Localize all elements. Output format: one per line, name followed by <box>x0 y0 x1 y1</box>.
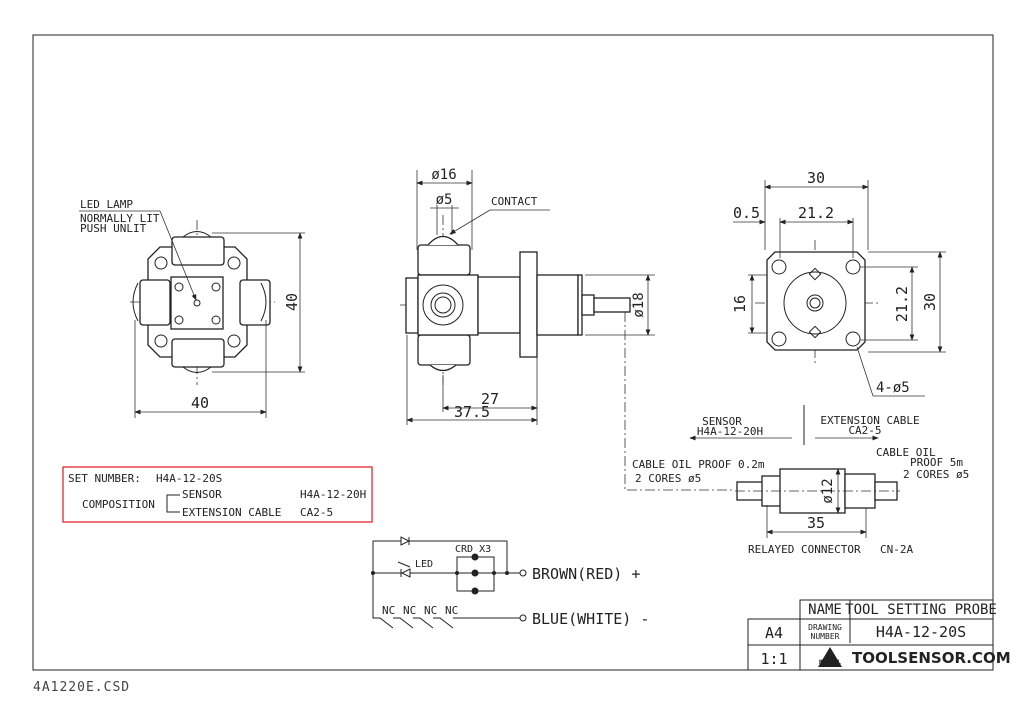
relayed-model: CN-2A <box>880 543 913 556</box>
cable-left-2: 2 CORES ø5 <box>635 472 701 485</box>
rear-offset-0-5: 0.5 <box>733 204 760 222</box>
composition-extension: EXTENSION CABLE <box>182 506 281 519</box>
crd-label: CRD X3 <box>455 544 491 555</box>
contact-label: CONTACT <box>491 195 538 208</box>
scale: 1:1 <box>760 650 787 668</box>
sensor-label: SENSOR <box>702 415 742 428</box>
side-view: ø16 ø5 CONTACT ø18 27 37.5 <box>400 167 735 491</box>
holes-dim: 4-ø5 <box>876 380 910 396</box>
extension-label: EXTENSION CABLE <box>820 414 919 427</box>
set-number-value: H4A-12-20S <box>156 472 222 485</box>
relayed-connector: SENSOR H4A-12-20H EXTENSION CABLE CA2-5 … <box>632 405 969 556</box>
drawing-label-2: NUMBER <box>811 632 840 641</box>
brand-name: TOOLSENSOR.COM <box>852 649 1011 667</box>
sensor-model: H4A-12-20H <box>697 425 763 438</box>
metrol-logo: METROL <box>818 647 842 667</box>
front-height-dim: 40 <box>283 293 301 311</box>
nc-contact-1: NC <box>382 604 395 617</box>
paper-size: A4 <box>765 624 783 642</box>
drawing-frame <box>32 34 994 671</box>
cable-right-2: PROOF 5m <box>910 456 963 469</box>
brown-wire-label: BROWN(RED) + <box>532 565 640 583</box>
led-lamp-label: LED LAMP <box>80 198 133 211</box>
front-view: LED LAMP NORMALLY LIT PUSH UNLIT 40 40 <box>79 198 305 418</box>
extension-model: CA2-5 <box>848 424 881 437</box>
led-label: LED <box>415 559 433 570</box>
cable-right-1: CABLE OIL <box>876 446 936 459</box>
dia5-dim: ø5 <box>436 192 453 208</box>
dia18-dim: ø18 <box>631 292 647 317</box>
blue-wire-label: BLUE(WHITE) - <box>532 610 649 628</box>
nc-contact-4: NC <box>445 604 458 617</box>
rear-pitch-21-2: 21.2 <box>798 204 834 222</box>
dim-35: 35 <box>807 514 825 532</box>
composition-sensor: SENSOR <box>182 488 222 501</box>
dim-27: 27 <box>481 390 499 408</box>
title-block: NAME TOOL SETTING PROBE DRAWING NUMBER H… <box>747 599 1011 670</box>
push-unlit-label: PUSH UNLIT <box>80 222 147 235</box>
rear-width-30: 30 <box>807 169 825 187</box>
cable-left-1: CABLE OIL PROOF 0.2m <box>632 458 765 471</box>
dia12-dim: ø12 <box>820 478 836 503</box>
composition-extension-model: CA2-5 <box>300 506 333 519</box>
wiring-diagram: LED CRD X3 BROWN(RED) + NC NC NC NC BLUE… <box>371 536 649 629</box>
dia16-dim: ø16 <box>431 167 456 183</box>
nc-contact-3: NC <box>424 604 437 617</box>
front-width-dim: 40 <box>191 394 209 412</box>
cable-right-3: 2 CORES ø5 <box>903 468 969 481</box>
set-number-label: SET NUMBER: <box>68 472 141 485</box>
rear-dim-16: 16 <box>731 295 749 313</box>
normally-lit-label: NORMALLY LIT <box>80 212 160 225</box>
composition-sensor-model: H4A-12-20H <box>300 488 366 501</box>
nc-contact-2: NC <box>403 604 416 617</box>
relayed-label: RELAYED CONNECTOR <box>748 543 861 556</box>
rear-height-30: 30 <box>921 293 939 311</box>
file-name: 4A1220E.CSD <box>33 680 131 695</box>
composition-label: COMPOSITION <box>82 498 155 511</box>
name-label: NAME <box>808 602 842 618</box>
rear-view: 30 21.2 0.5 16 21.2 30 4-ø5 <box>731 169 946 397</box>
drawing-label-1: DRAWING <box>808 623 842 632</box>
rear-pitch-21-2-side: 21.2 <box>893 286 911 322</box>
dim-37-5: 37.5 <box>454 403 490 421</box>
drawing-number: H4A-12-20S <box>876 623 966 641</box>
set-number-box: SET NUMBER: H4A-12-20S COMPOSITION SENSO… <box>62 466 373 523</box>
svg-text:METROL: METROL <box>819 659 841 666</box>
name-value: TOOL SETTING PROBE <box>845 602 997 618</box>
